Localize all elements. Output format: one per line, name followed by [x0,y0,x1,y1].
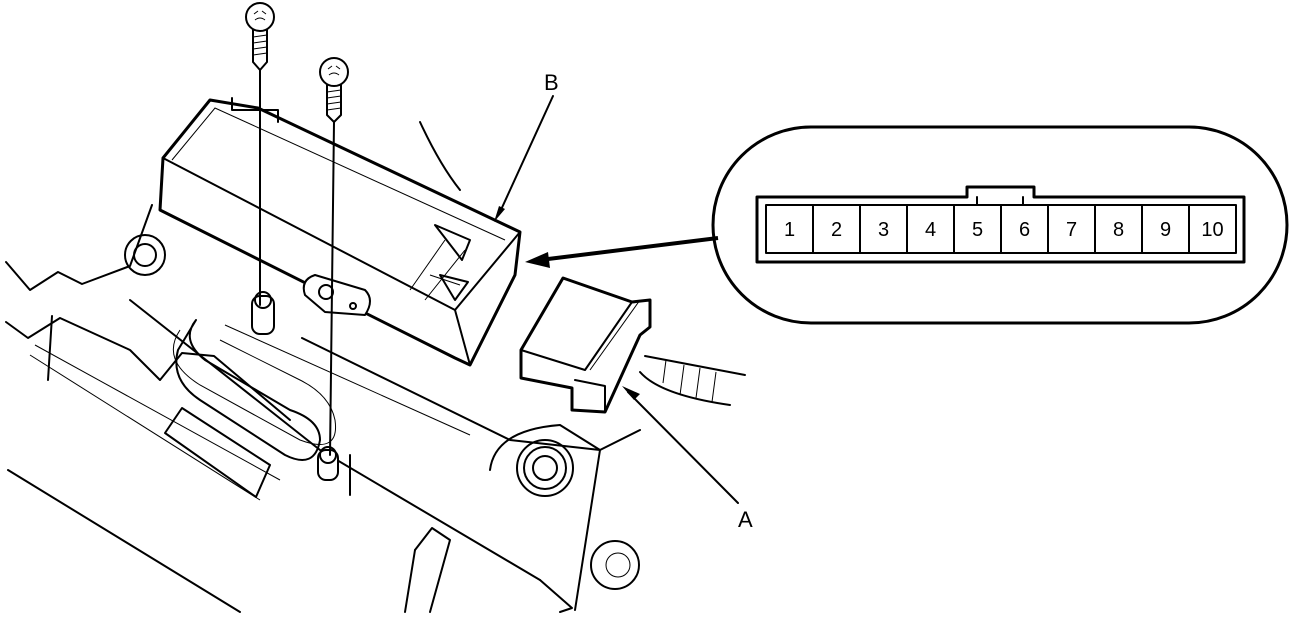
pin-10: 10 [1201,219,1223,241]
connector-detail: 1 2 3 4 5 6 7 8 9 10 [711,125,1289,325]
callout-b-label: B [544,70,559,95]
pin-4: 4 [925,219,936,241]
pin-9: 9 [1160,219,1171,241]
motion-arc [419,121,461,191]
pin-7: 7 [1066,219,1077,241]
pin-8: 8 [1113,219,1124,241]
pin-3: 3 [878,219,889,241]
screw-2 [319,57,349,456]
control-unit[interactable] [158,97,522,367]
pin-2: 2 [831,219,842,241]
mounting-bracket [5,204,641,613]
callout-a: A [622,386,753,532]
pin-6: 6 [1019,219,1030,241]
pin-5: 5 [972,219,983,241]
callout-b: B [494,70,559,222]
harness-connector[interactable] [519,276,746,414]
callout-a-label: A [738,507,753,532]
detail-arrow [525,236,719,268]
pin-1: 1 [784,219,795,241]
pin-cells: 1 2 3 4 5 6 7 8 9 10 [784,204,1224,254]
screw-1 [245,2,275,306]
